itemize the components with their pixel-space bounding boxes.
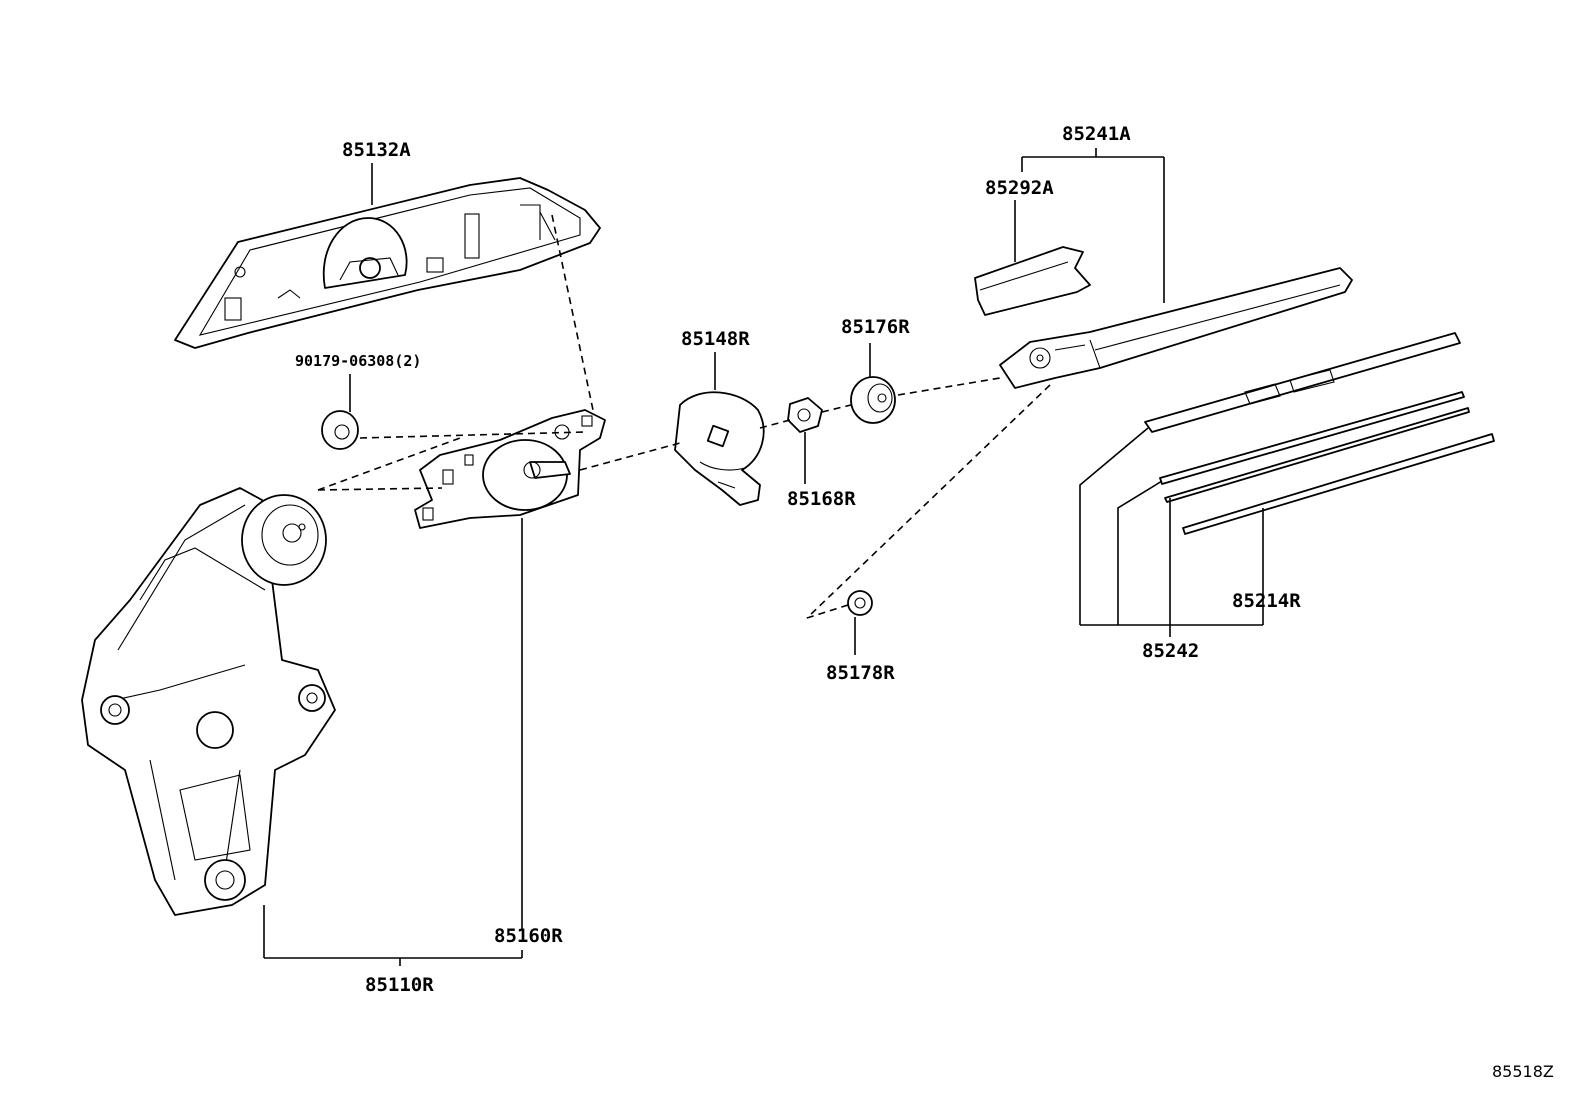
- assembly-dashed-lines: [317, 214, 1051, 619]
- wiper-arm: [999, 267, 1353, 389]
- callout-85241A: 85241A: [1062, 123, 1131, 145]
- callout-85168R: 85168R: [787, 488, 856, 510]
- grommet-85178R: [847, 590, 873, 616]
- callout-85110R: 85110R: [365, 974, 434, 996]
- callout-labels: 85132A 90179-06308(2) 85148R 85176R 8516…: [295, 123, 1554, 1081]
- arm-head-cap: [974, 246, 1091, 316]
- nut-90179: [321, 410, 359, 450]
- pivot-cap: [674, 391, 765, 506]
- callout-85176R: 85176R: [841, 316, 910, 338]
- callout-85214R: 85214R: [1232, 590, 1301, 612]
- wiper-pivot-bracket: [414, 409, 606, 529]
- callout-85242: 85242: [1142, 640, 1199, 662]
- callout-85178R: 85178R: [826, 662, 895, 684]
- diagram-reference-code: 85518Z: [1492, 1062, 1554, 1081]
- blade-rubber: [1182, 433, 1495, 535]
- callout-85160R: 85160R: [494, 925, 563, 947]
- washer-85176R: [850, 376, 896, 424]
- rear-wiper-cover: [174, 177, 601, 349]
- leader-lines: [263, 148, 1264, 966]
- wiper-blade: [1144, 332, 1470, 503]
- callout-90179-06308: 90179-06308(2): [295, 352, 421, 370]
- nut-85168R: [787, 397, 823, 433]
- callout-85148R: 85148R: [681, 328, 750, 350]
- callout-85292A: 85292A: [985, 177, 1054, 199]
- callout-85132A: 85132A: [342, 139, 411, 161]
- rear-wiper-motor-assembly: [81, 487, 336, 916]
